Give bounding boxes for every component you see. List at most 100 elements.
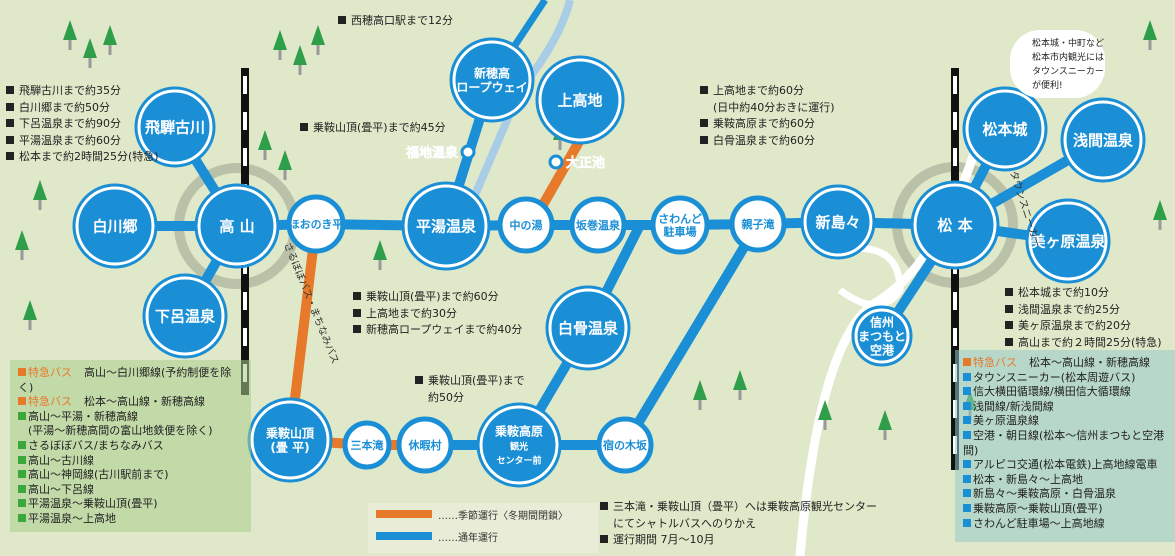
tree-trunk bbox=[1148, 38, 1152, 50]
bullet-square bbox=[1005, 304, 1013, 313]
station-label: 新穂高 bbox=[474, 66, 510, 81]
tree-trunk bbox=[378, 258, 382, 270]
road bbox=[837, 244, 904, 309]
note-text: 浅間温泉まで約25分 bbox=[1018, 302, 1120, 316]
note-text: (日中約40分おきに運行) bbox=[713, 100, 835, 114]
bullet-square bbox=[6, 135, 14, 144]
station-circle bbox=[729, 195, 787, 253]
station-sawando[interactable]: さわんど駐車場 bbox=[650, 195, 710, 255]
tree-trunk bbox=[558, 138, 562, 150]
note-text: 乗鞍山頂(畳平)まで約45分 bbox=[313, 121, 446, 134]
note-line: 下呂温泉まで約90分 bbox=[6, 116, 159, 133]
station-label: 空港 bbox=[870, 343, 895, 358]
stop-taishoike[interactable]: 大正池 bbox=[548, 154, 605, 171]
legend-text: 信大横田循環線/横田信大循環線 bbox=[973, 385, 1131, 399]
railway-track-tie bbox=[953, 112, 957, 130]
station-kyukamura[interactable]: 休暇村 bbox=[396, 416, 454, 474]
station-nakanoyu[interactable]: 中の湯 bbox=[497, 196, 555, 254]
station-hida_furukawa[interactable]: 飛騨古川 bbox=[134, 86, 216, 168]
bullet-square bbox=[353, 292, 361, 300]
note-matsumoto: 松本城まで約10分浅間温泉まで約25分美ヶ原温泉まで約20分高山まで約２時間25… bbox=[1005, 285, 1162, 351]
station-matsumoto[interactable]: 松 本 bbox=[910, 180, 1000, 270]
legend-matsumoto-area: 特急バス松本～高山線・新穂高線タウンスニーカー(松本周遊バス)信大横田循環線/横… bbox=[955, 350, 1175, 542]
station-circle bbox=[479, 405, 559, 485]
station-circle bbox=[286, 194, 346, 254]
station-sakamaki[interactable]: 坂巻温泉 bbox=[569, 196, 627, 254]
legend-swatch bbox=[963, 460, 971, 469]
railway-track-tie bbox=[243, 148, 247, 166]
railway-track-tie bbox=[243, 328, 247, 346]
legend-item: 高山～平湯・新穂高線 bbox=[18, 410, 243, 425]
note-text: 白骨温泉まで約60分 bbox=[713, 133, 815, 147]
legend-swatch bbox=[18, 397, 26, 406]
tree-trunk bbox=[883, 428, 887, 440]
station-yadonokizaka[interactable]: 宿の木坂 bbox=[596, 416, 654, 474]
station-label: 休暇村 bbox=[408, 438, 442, 452]
legend-text: 松本～高山線・新穂高線 bbox=[84, 395, 205, 409]
station-ring bbox=[910, 180, 1000, 270]
station-shinshimashima[interactable]: 新島々 bbox=[800, 184, 876, 260]
station-label: 新島々 bbox=[815, 214, 860, 232]
legend-prefix: 特急バス bbox=[28, 366, 72, 379]
station-kamikochi[interactable]: 上高地 bbox=[535, 55, 625, 145]
station-matsumotojo[interactable]: 松本城 bbox=[962, 86, 1048, 172]
note-line: 高山まで約２時間25分(特急) bbox=[1005, 335, 1162, 352]
station-ring bbox=[142, 273, 228, 359]
legend-swatch bbox=[18, 411, 26, 420]
note-line: 白川郷まで約50分 bbox=[6, 100, 159, 117]
station-hoonokidaira[interactable]: ほおのき平 bbox=[286, 194, 346, 254]
legend-text: 乗鞍高原～乗鞍山頂(畳平) bbox=[973, 501, 1103, 515]
legend-item: さるぼぼバス/まちなみバス bbox=[18, 439, 243, 454]
bullet-square bbox=[700, 135, 708, 144]
seasonal-swatch bbox=[376, 510, 432, 518]
station-circle bbox=[250, 400, 330, 480]
station-gero[interactable]: 下呂温泉 bbox=[142, 273, 228, 359]
tree-trunk bbox=[88, 56, 92, 68]
note-line: 新穂高ロープウェイまで約40分 bbox=[353, 322, 522, 339]
legend-swatch bbox=[963, 387, 971, 396]
tree-icon bbox=[373, 240, 387, 260]
route-oyakotaki-yadonokizaka bbox=[620, 221, 763, 448]
tree-icon bbox=[278, 150, 292, 170]
legend-swatch bbox=[963, 416, 971, 425]
station-hirayu[interactable]: 平湯温泉 bbox=[401, 181, 491, 271]
bullet-square bbox=[6, 86, 14, 94]
station-shinhotaka[interactable]: 新穂高ロープウェイ bbox=[449, 37, 535, 123]
note-text: 運行期間 7月～10月 bbox=[613, 533, 715, 546]
station-label: 上高地 bbox=[557, 92, 602, 110]
legend-prefix: 特急バス bbox=[973, 356, 1017, 369]
station-sanbondaki[interactable]: 三本滝 bbox=[342, 420, 392, 470]
station-airport[interactable]: 信州まつもと空港 bbox=[851, 305, 913, 367]
station-label: 観光 bbox=[510, 441, 528, 453]
note-line: 松本まで約2時間25分(特急) bbox=[6, 149, 159, 166]
tree-icon bbox=[311, 25, 325, 45]
tree-trunk bbox=[20, 248, 24, 260]
station-circle bbox=[596, 416, 654, 474]
station-circle bbox=[197, 186, 277, 266]
stop-fukuji[interactable]: 福地温泉 bbox=[405, 144, 476, 161]
legend-prefix: 特急バス bbox=[28, 395, 72, 409]
station-label: ほおのき平 bbox=[289, 218, 344, 231]
legend-text: 平湯温泉～乗鞍山頂(畳平) bbox=[28, 497, 158, 511]
note-line: にてシャトルバスへのりかえ bbox=[600, 516, 877, 533]
tree-icon bbox=[293, 45, 307, 65]
station-label: 親子滝 bbox=[742, 217, 775, 231]
tree-trunk bbox=[298, 63, 302, 75]
note-line: 松本城まで約10分 bbox=[1005, 285, 1162, 302]
station-utsukushigahara[interactable]: 美ヶ原温泉 bbox=[1025, 198, 1111, 284]
bullet-square bbox=[6, 102, 14, 111]
tree-icon bbox=[15, 230, 29, 250]
station-shirakawago[interactable]: 白川郷 bbox=[72, 183, 158, 269]
station-asama[interactable]: 浅間温泉 bbox=[1060, 97, 1146, 183]
station-takayama[interactable]: 高 山 bbox=[194, 183, 280, 269]
station-circle bbox=[404, 184, 488, 268]
legend-swatch bbox=[18, 368, 26, 376]
note-text: にてシャトルバスへのりかえ bbox=[613, 516, 756, 530]
station-oyakotaki[interactable]: 親子滝 bbox=[729, 195, 787, 253]
legend-item: 特急バス松本～高山線・新穂高線 bbox=[18, 395, 243, 410]
station-label: まつもと bbox=[858, 330, 906, 344]
tree-icon bbox=[258, 130, 272, 150]
station-norikura_summit[interactable]: 乗鞍山頂(畳 平) bbox=[247, 397, 333, 483]
station-shirahone[interactable]: 白骨温泉 bbox=[545, 285, 631, 371]
